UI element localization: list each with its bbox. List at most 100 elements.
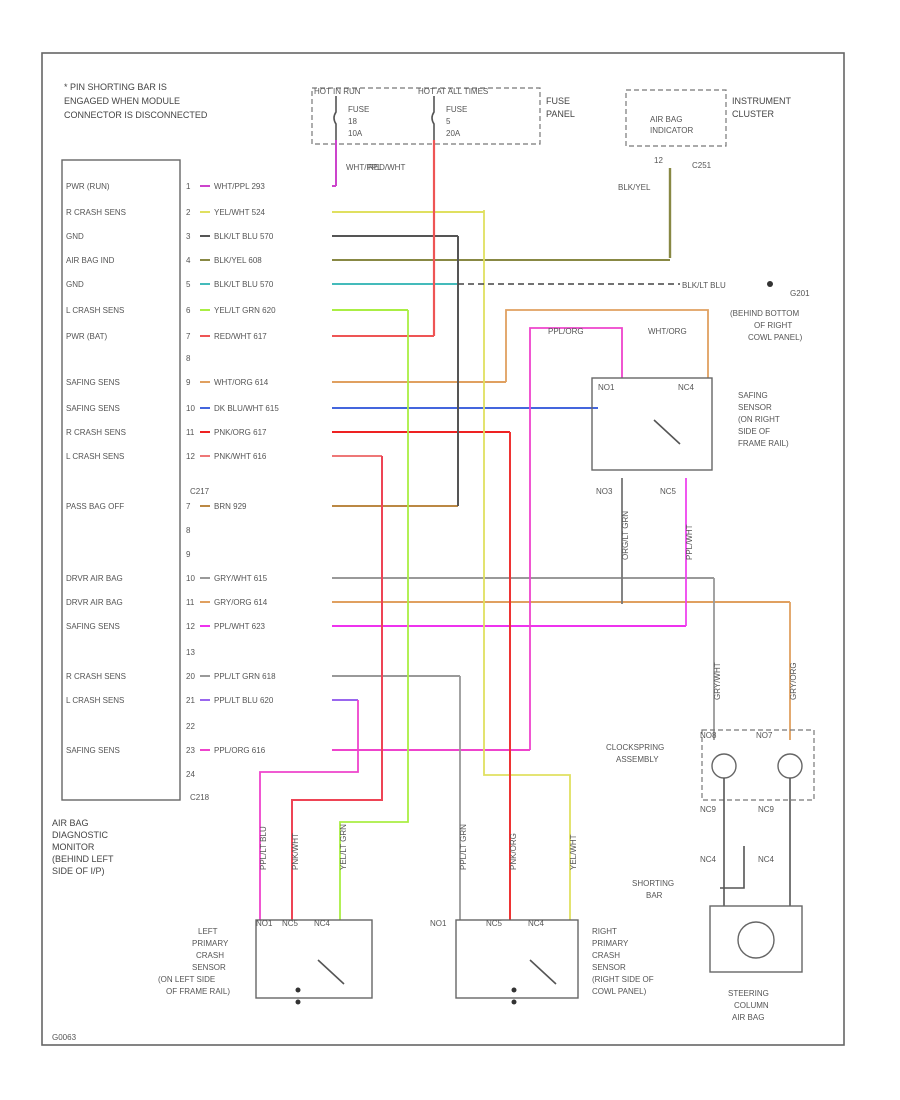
right-sensor-body xyxy=(455,919,579,999)
monitor-pin-label: R CRASH SENS xyxy=(66,428,126,437)
ground-location-2: OF RIGHT xyxy=(754,321,792,330)
wire-label: RED/WHT 617 xyxy=(214,332,267,341)
wire-pin-number: 13 xyxy=(186,648,195,657)
label-safing-ppl-wht: PPL/WHT xyxy=(685,524,694,560)
monitor-pin-label: R CRASH SENS xyxy=(66,208,126,217)
monitor-pin-label: GND xyxy=(66,280,84,289)
connector-c217: C217 xyxy=(190,487,210,496)
wire-label: PPL/LT GRN 618 xyxy=(214,672,276,681)
left-primary-crash-sensor: NO1 NC5 NC4 LEFT PRIMARY CRASH SENSOR (O… xyxy=(158,919,373,1005)
monitor-pin-label: PWR (BAT) xyxy=(66,332,108,341)
ground-location-1: (BEHIND BOTTOM xyxy=(730,309,800,318)
route-ppl-lt-blu xyxy=(259,700,359,920)
left-pin-2: NC5 xyxy=(282,919,299,928)
airbag-body xyxy=(709,905,803,973)
route-yel-wht xyxy=(483,210,571,920)
wire-pin-number: 5 xyxy=(186,280,191,289)
note-line-3: CONNECTOR IS DISCONNECTED xyxy=(64,110,208,120)
monitor-pin-label: L CRASH SENS xyxy=(66,452,124,461)
wire-pin-number: 20 xyxy=(186,672,195,681)
label-left-3: YEL/LT GRN xyxy=(339,824,348,870)
monitor-pin-label: GND xyxy=(66,232,84,241)
monitor-pin-label: DRVR AIR BAG xyxy=(66,598,123,607)
right-pin-3: NC4 xyxy=(528,919,545,928)
indicator-label-2: INDICATOR xyxy=(650,126,693,135)
wire-pin-number: 8 xyxy=(186,354,191,363)
connector-c218: C218 xyxy=(190,793,210,802)
ground-wire-label: BLK/LT BLU xyxy=(682,281,726,290)
diagram-code: G0063 xyxy=(52,1033,77,1042)
route-pnk-wht xyxy=(291,456,383,920)
monitor-pin-label: R CRASH SENS xyxy=(66,672,126,681)
wire-label-backdrop xyxy=(210,377,332,387)
wire-label: PPL/WHT 623 xyxy=(214,622,266,631)
wire-label: DK BLU/WHT 615 xyxy=(214,404,279,413)
monitor-pin-label: SAFING SENS xyxy=(66,378,120,387)
safing-pin-top-1: NO1 xyxy=(598,383,615,392)
wire-pin-number: 9 xyxy=(186,550,191,559)
label-safing-wht-org: WHT/ORG xyxy=(648,327,687,336)
vertical-routes xyxy=(259,140,791,920)
wire-label: BLK/YEL 608 xyxy=(214,256,262,265)
airbag-icon xyxy=(737,921,775,959)
cluster-label-2: CLUSTER xyxy=(732,109,775,119)
clock-pin-top-1: NO8 xyxy=(700,731,717,740)
label-fuse-a-wire: WHT/PPL xyxy=(346,163,382,172)
wire-label-backdrop xyxy=(210,427,332,437)
wire-label-backdrop xyxy=(210,621,332,631)
clockspring-label-1: CLOCKSPRING xyxy=(606,743,664,752)
wire-label: PPL/LT BLU 620 xyxy=(214,696,274,705)
fuse-b-symbol xyxy=(431,96,435,140)
monitor-title-3: MONITOR xyxy=(52,842,95,852)
wire-pin-number: 12 xyxy=(186,452,195,461)
steering-column-airbag: STEERING COLUMN AIR BAG xyxy=(709,905,803,1022)
wire-label-backdrop xyxy=(210,573,332,583)
clockspring-outline xyxy=(701,729,815,801)
right-pin-2: NC5 xyxy=(486,919,503,928)
route-ppl-org xyxy=(529,327,623,750)
ground-point-g201 xyxy=(767,281,773,287)
wire-label-backdrop xyxy=(210,597,332,607)
monitor-pin-label: SAFING SENS xyxy=(66,404,120,413)
safing-label-4: SIDE OF xyxy=(738,427,770,436)
wire-label: YEL/LT GRN 620 xyxy=(214,306,276,315)
wire-pin-number: 24 xyxy=(186,770,195,779)
cluster-label-1: INSTRUMENT xyxy=(732,96,791,106)
monitor-title-4: (BEHIND LEFT xyxy=(52,854,114,864)
left-sensor-switch xyxy=(317,959,345,985)
label-clock-gry-org: GRY/ORG xyxy=(789,662,798,700)
clockspring-coil-left xyxy=(711,753,737,779)
right-pin-1: NO1 xyxy=(430,919,447,928)
wire-label-backdrop xyxy=(210,181,332,191)
right-label-6: COWL PANEL) xyxy=(592,987,647,996)
wire-pin-number: 22 xyxy=(186,722,195,731)
safing-label-5: FRAME RAIL) xyxy=(738,439,789,448)
wire-pin-number: 21 xyxy=(186,696,195,705)
wire-pin-number: 12 xyxy=(186,622,195,631)
wire-label-backdrop xyxy=(210,671,332,681)
wire-pin-number: 11 xyxy=(186,598,195,607)
wire-label-backdrop xyxy=(210,305,332,315)
wire-pin-number: 8 xyxy=(186,526,191,535)
instrument-cluster: INSTRUMENT CLUSTER AIR BAG INDICATOR 12 … xyxy=(625,89,791,170)
hot-at-all-times-label: HOT AT ALL TIMES xyxy=(418,87,488,96)
wire-label-backdrop xyxy=(210,501,332,511)
left-label-5: (ON LEFT SIDE xyxy=(158,975,215,984)
wire-label-backdrop xyxy=(210,255,332,265)
left-label-6: OF FRAME RAIL) xyxy=(166,987,230,996)
safing-pin-top-2: NC4 xyxy=(678,383,695,392)
wire-pin-number: 11 xyxy=(186,428,195,437)
wire-label: WHT/ORG 614 xyxy=(214,378,269,387)
monitor-title-2: DIAGNOSTIC xyxy=(52,830,109,840)
hot-in-run-label: HOT IN RUN xyxy=(314,87,361,96)
safing-label-3: (ON RIGHT xyxy=(738,415,780,424)
monitor-pin-label: DRVR AIR BAG xyxy=(66,574,123,583)
wire-label: BRN 929 xyxy=(214,502,247,511)
left-label-2: PRIMARY xyxy=(192,939,229,948)
wire-label: PNK/ORG 617 xyxy=(214,428,267,437)
wire-label-backdrop xyxy=(210,451,332,461)
clockspring-label-2: ASSEMBLY xyxy=(616,755,659,764)
safing-sensor: NO1 NC4 NO3 NC5 SAFING SENSOR (ON RIGHT … xyxy=(591,377,789,496)
wire-label: YEL/WHT 524 xyxy=(214,208,266,217)
safing-label-2: SENSOR xyxy=(738,403,772,412)
